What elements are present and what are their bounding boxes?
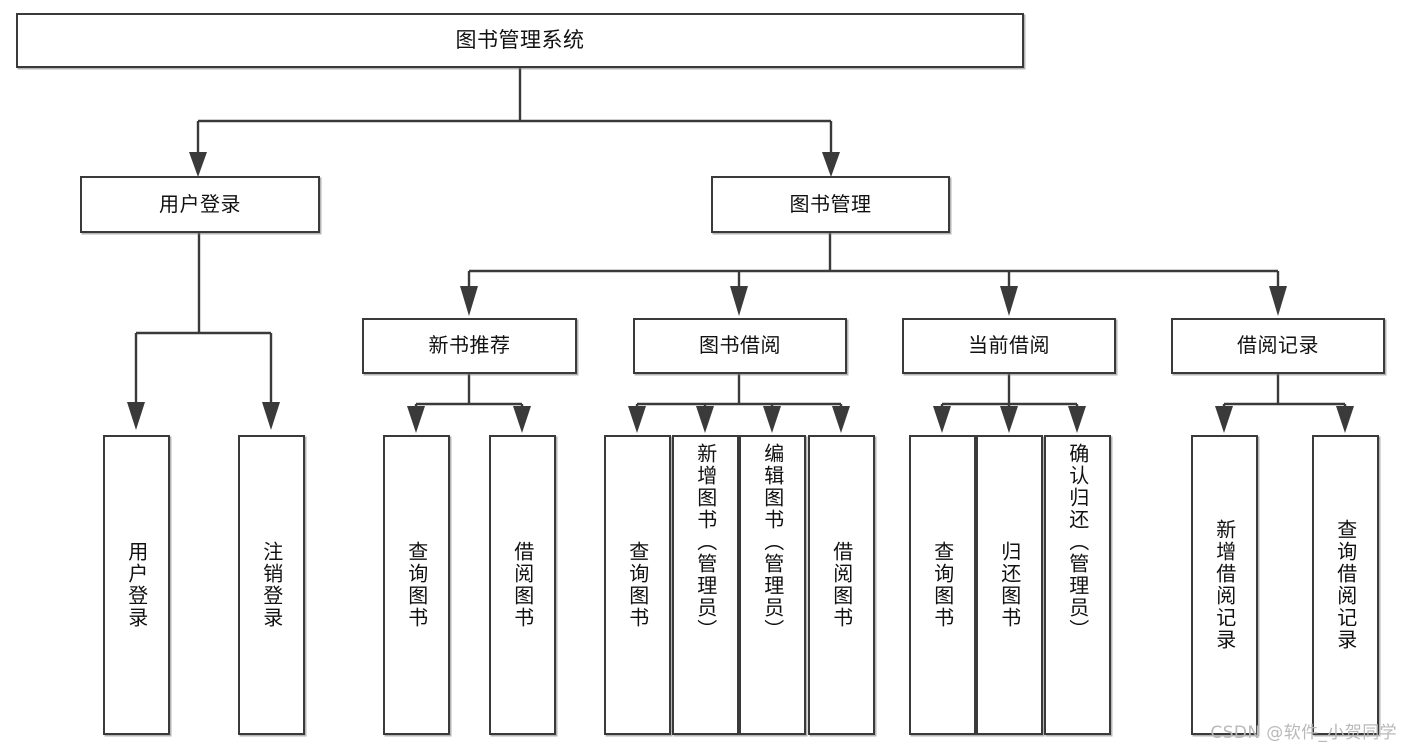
node-book-management-label: 图书管理 [789,191,872,216]
leaf-book-borrow-query[interactable]: 查询图书 [604,435,671,735]
node-book-borrow[interactable]: 图书借阅 [633,318,847,374]
leaf-book-borrow-add-label: 新增图书（管理员） [693,443,718,641]
node-borrow-record-label: 借阅记录 [1237,333,1319,358]
connector-root-bus [189,68,840,177]
leaf-book-borrow-edit-label: 编辑图书（管理员） [760,443,785,641]
leaf-current-borrow-confirm-return[interactable]: 确认归还（管理员） [1044,435,1111,735]
connector-bookborrow-children [628,374,850,433]
leaf-current-borrow-query[interactable]: 查询图书 [909,435,976,735]
leaf-book-borrow-query-label: 查询图书 [625,541,650,629]
leaf-book-borrow-lend-label: 借阅图书 [829,541,854,629]
leaf-new-book-query-label: 查询图书 [404,541,429,629]
leaf-user-login-signin-label: 用户登录 [124,541,149,629]
node-new-book-recommend[interactable]: 新书推荐 [362,318,577,374]
watermark: CSDN @软件_小贺同学 [1210,723,1397,743]
leaf-borrow-record-query-label: 查询借阅记录 [1333,519,1358,651]
leaf-user-login-signout-label: 注销登录 [259,541,284,629]
leaf-book-borrow-edit[interactable]: 编辑图书（管理员） [739,435,806,735]
node-book-borrow-label: 图书借阅 [699,333,781,358]
leaf-current-borrow-return-label: 归还图书 [997,541,1022,629]
leaf-current-borrow-return[interactable]: 归还图书 [976,435,1043,735]
connector-bookmgmt-children [460,233,1287,316]
node-user-login[interactable]: 用户登录 [80,176,320,233]
leaf-new-book-borrow[interactable]: 借阅图书 [489,435,556,735]
node-current-borrow[interactable]: 当前借阅 [902,318,1116,374]
node-book-management[interactable]: 图书管理 [711,176,950,233]
node-borrow-record[interactable]: 借阅记录 [1171,318,1385,374]
node-new-book-recommend-label: 新书推荐 [428,333,511,358]
connector-borrowrecord-children [1215,374,1354,433]
leaf-new-book-query[interactable]: 查询图书 [383,435,450,735]
connector-userlogin-children [127,233,280,430]
leaf-current-borrow-query-label: 查询图书 [930,541,955,629]
leaf-user-login-signout[interactable]: 注销登录 [238,435,305,735]
connector-newbook-children [407,374,531,433]
node-current-borrow-label: 当前借阅 [968,333,1050,358]
node-root-label: 图书管理系统 [455,28,585,53]
leaf-user-login-signin[interactable]: 用户登录 [103,435,170,735]
leaf-book-borrow-lend[interactable]: 借阅图书 [808,435,875,735]
connector-currentborrow-children [933,374,1086,433]
leaf-new-book-borrow-label: 借阅图书 [510,541,535,629]
leaf-book-borrow-add[interactable]: 新增图书（管理员） [672,435,739,735]
leaf-borrow-record-query[interactable]: 查询借阅记录 [1312,435,1379,735]
node-root[interactable]: 图书管理系统 [16,13,1024,68]
leaf-borrow-record-add[interactable]: 新增借阅记录 [1191,435,1258,735]
leaf-current-borrow-confirm-return-label: 确认归还（管理员） [1065,443,1090,641]
node-user-login-label: 用户登录 [159,191,241,216]
leaf-borrow-record-add-label: 新增借阅记录 [1212,519,1237,651]
